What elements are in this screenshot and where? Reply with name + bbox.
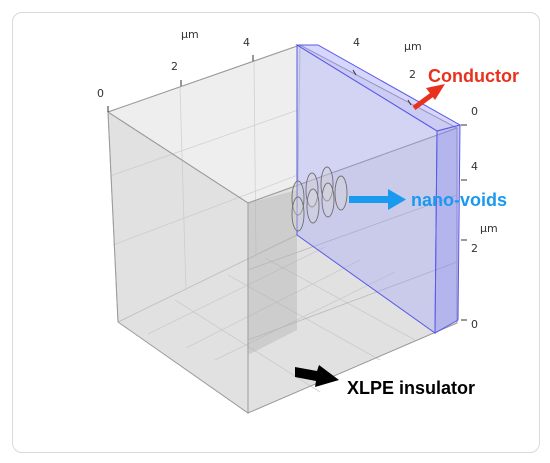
- tick-label-right-0-top: 0: [471, 105, 478, 118]
- xlpe-label: XLPE insulator: [347, 378, 475, 398]
- tick-label-top-right-4: 4: [353, 36, 360, 49]
- tick-label-right-2: 2: [471, 242, 478, 255]
- tick-label-top-left-4: 4: [243, 36, 250, 49]
- tick-label-top-right-2: 2: [409, 68, 416, 81]
- conductor-label: Conductor: [428, 66, 519, 86]
- tick-label-right-4: 4: [471, 160, 478, 173]
- axis-tick-marks: [107, 55, 467, 321]
- conductor-arrow-icon: [412, 84, 445, 111]
- nano-voids-arrow-icon: [349, 189, 406, 210]
- nano-voids-label: nano-voids: [411, 190, 507, 210]
- tick-label-right-0-bottom: 0: [471, 318, 478, 331]
- nano-voids: [291, 166, 348, 232]
- front-face-grid: [247, 194, 458, 341]
- cube-inner-shade: [248, 190, 297, 355]
- axis-unit-top-left: μm: [181, 28, 199, 41]
- axis-unit-right: μm: [480, 222, 498, 235]
- tick-label-top-left-0: 0: [97, 87, 104, 100]
- tick-label-top-left-2: 2: [171, 60, 178, 73]
- conductor-layer: [295, 44, 462, 334]
- axis-unit-top-right: μm: [404, 40, 422, 53]
- xlpe-arrow-icon: [295, 365, 339, 387]
